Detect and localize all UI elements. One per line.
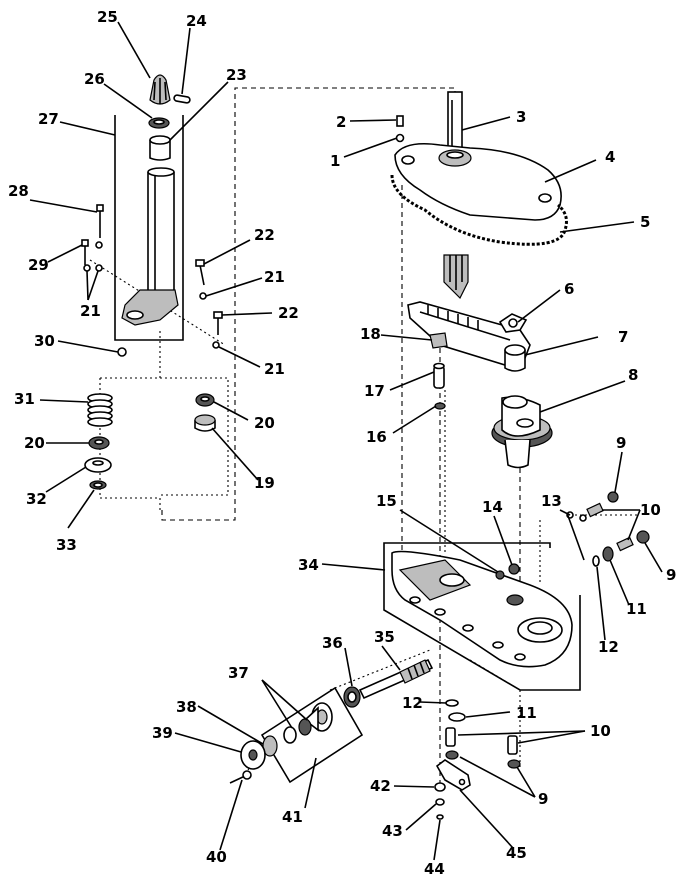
- leader-lines: [29, 21, 663, 861]
- nut-9-lower-b: [507, 759, 521, 769]
- bolt-10-mid: [616, 536, 634, 552]
- callout-42: 42: [370, 777, 391, 795]
- callout-14: 14: [482, 498, 503, 516]
- callout-9c: 9: [538, 790, 548, 808]
- callout-40: 40: [206, 848, 227, 866]
- gasket-5: [390, 174, 568, 246]
- callout-38: 38: [176, 698, 197, 716]
- callout-3: 3: [516, 108, 526, 126]
- callout-11a: 11: [626, 600, 647, 618]
- callout-21b: 21: [264, 268, 285, 286]
- callout-34: 34: [298, 556, 319, 574]
- callout-10b: 10: [590, 722, 611, 740]
- callout-24: 24: [186, 12, 207, 30]
- nut-9-top: [607, 491, 619, 503]
- callout-22a: 22: [254, 226, 275, 244]
- callout-32: 32: [26, 490, 47, 508]
- screw-22a: [199, 264, 205, 286]
- callout-8: 8: [628, 366, 638, 384]
- callout-41: 41: [282, 808, 303, 826]
- callout-37: 37: [228, 664, 249, 682]
- washer-15: [495, 570, 505, 580]
- callout-45: 45: [506, 844, 527, 862]
- washer-21b: [212, 341, 220, 349]
- callout-21c: 21: [264, 360, 285, 378]
- screw-40: [229, 775, 246, 784]
- nut-9-lower-a: [445, 750, 459, 760]
- callout-29: 29: [28, 256, 49, 274]
- side-parts: [566, 491, 650, 567]
- ring-12: [592, 555, 600, 567]
- spring-31: [87, 393, 113, 427]
- screw-2: [396, 115, 404, 127]
- washer-11-lower: [448, 712, 466, 722]
- callout-26: 26: [84, 70, 105, 88]
- callout-4: 4: [605, 148, 615, 166]
- callout-7: 7: [618, 328, 628, 346]
- gear-8: [491, 395, 553, 469]
- tube-box: [114, 115, 184, 341]
- callout-36: 36: [322, 634, 343, 652]
- callout-6: 6: [564, 280, 574, 298]
- washer-16: [434, 402, 446, 410]
- callout-2: 2: [336, 113, 346, 131]
- callout-19: 19: [254, 474, 275, 492]
- callout-9a: 9: [616, 434, 626, 452]
- callout-11b: 11: [516, 704, 537, 722]
- callout-33: 33: [56, 536, 77, 554]
- callout-22b: 22: [278, 304, 299, 322]
- callout-15: 15: [376, 492, 397, 510]
- callout-16: 16: [366, 428, 387, 446]
- washer-43: [435, 798, 445, 806]
- callout-27: 27: [38, 110, 59, 128]
- washer-42: [434, 782, 446, 792]
- pin-18: [429, 332, 448, 349]
- nut-9-right: [636, 530, 650, 544]
- callout-10a: 10: [640, 501, 661, 519]
- tube-base: [121, 289, 179, 326]
- callout-21a: 21: [80, 302, 101, 320]
- left-shaft-assembly: [81, 74, 223, 490]
- callout-25: 25: [97, 8, 118, 26]
- bushing-23: [149, 140, 171, 161]
- callout-5: 5: [640, 213, 650, 231]
- washer-21a: [199, 292, 207, 300]
- callout-28: 28: [8, 182, 29, 200]
- callout-23: 23: [226, 66, 247, 84]
- callout-20b: 20: [254, 414, 275, 432]
- callout-30: 30: [34, 332, 55, 350]
- callout-12a: 12: [598, 638, 619, 656]
- tube: [147, 172, 175, 296]
- bolt-10-top: [586, 502, 604, 518]
- callout-43: 43: [382, 822, 403, 840]
- pulley-box-41: [260, 686, 364, 784]
- washer-11: [602, 546, 614, 562]
- callout-13: 13: [541, 492, 562, 510]
- washer-30: [117, 347, 127, 357]
- callout-9b: 9: [666, 566, 676, 584]
- callout-44: 44: [424, 860, 445, 878]
- bolt-10-lower-a: [445, 727, 456, 747]
- pin-24: [173, 94, 191, 104]
- bolt-10-lower-b: [507, 735, 518, 755]
- clip-44: [436, 814, 444, 820]
- callout-35: 35: [374, 628, 395, 646]
- callout-17: 17: [364, 382, 385, 400]
- callout-12b: 12: [402, 694, 423, 712]
- screw-14: [508, 563, 520, 575]
- callout-1: 1: [330, 152, 340, 170]
- callout-20a: 20: [24, 434, 45, 452]
- callout-labels: 25 24 26 23 27 28 29 21 22 21 22 21 30 3…: [8, 8, 676, 878]
- lower-parts: [229, 658, 521, 820]
- gear-case-cover-assembly: [390, 91, 568, 469]
- callout-39: 39: [152, 724, 173, 742]
- callout-18: 18: [360, 325, 381, 343]
- ring-12-lower: [445, 699, 459, 707]
- callout-31: 31: [14, 390, 35, 408]
- washer-1: [395, 133, 405, 143]
- gear-case-34: [383, 542, 581, 691]
